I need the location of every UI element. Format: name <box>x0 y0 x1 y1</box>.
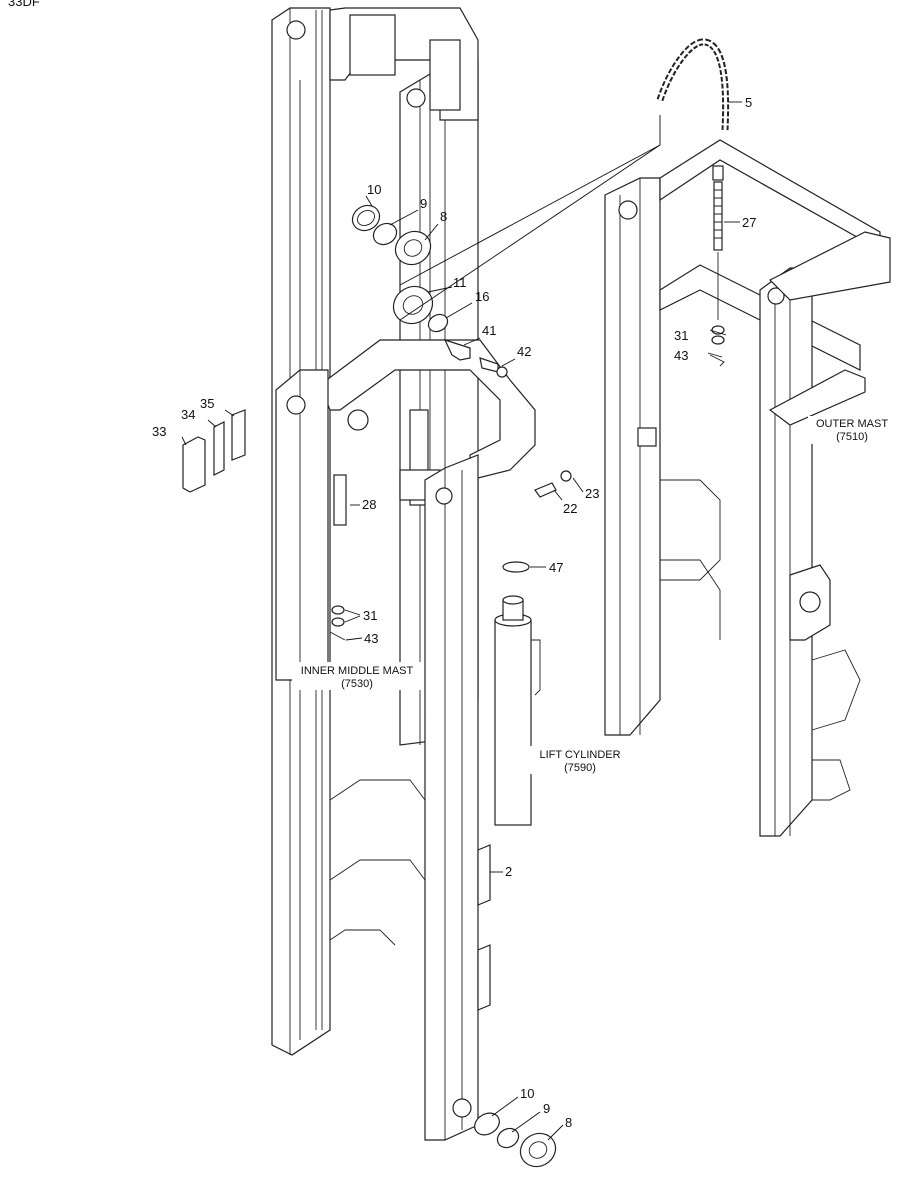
callout-28: 28 <box>362 497 376 512</box>
outer-mast-name: OUTER MAST <box>816 418 888 430</box>
leader-lines <box>181 101 742 1141</box>
lift-cylinder-drawing <box>494 561 541 826</box>
callout-10-lower: 10 <box>520 1086 534 1101</box>
inner-middle-mast-name: INNER MIDDLE MAST <box>301 665 414 677</box>
callout-27: 27 <box>742 215 756 230</box>
callout-34: 34 <box>181 407 195 422</box>
callout-10-upper: 10 <box>367 182 381 197</box>
lift-cylinder-code: (7590) <box>564 762 596 774</box>
small-hardware <box>182 339 572 641</box>
callout-41: 41 <box>482 323 496 338</box>
bearing-parts-upper <box>351 204 449 333</box>
callout-16: 16 <box>475 289 489 304</box>
callout-42: 42 <box>517 344 531 359</box>
callout-43-left: 43 <box>364 631 378 646</box>
inner-middle-mast-code: (7530) <box>341 678 373 690</box>
callout-35: 35 <box>200 396 214 411</box>
callout-47: 47 <box>549 560 563 575</box>
callout-5: 5 <box>745 95 752 110</box>
inner-mast-drawing <box>275 369 491 1141</box>
outer-mast-drawing <box>604 139 891 837</box>
callout-33: 33 <box>152 424 166 439</box>
lift-cylinder-name: LIFT CYLINDER <box>539 749 620 761</box>
callout-labels: 5 27 10 9 8 11 16 41 42 31 43 33 34 35 2… <box>152 95 756 1130</box>
bearing-parts-lower <box>474 1112 557 1168</box>
callout-43-right: 43 <box>674 348 688 363</box>
callout-22: 22 <box>563 501 577 516</box>
corner-header-text: 33DF <box>8 0 40 9</box>
callout-2: 2 <box>505 864 512 879</box>
callout-23: 23 <box>585 486 599 501</box>
outer-mast-code: (7510) <box>836 431 868 443</box>
callout-11: 11 <box>453 275 467 290</box>
assembly-captions: INNER MIDDLE MAST (7530) LIFT CYLINDER (… <box>292 416 896 774</box>
o-ring <box>502 561 530 573</box>
callout-9-lower: 9 <box>543 1101 550 1116</box>
callout-9-upper: 9 <box>420 196 427 211</box>
callout-8-upper: 8 <box>440 209 447 224</box>
callout-31-left: 31 <box>363 608 377 623</box>
callout-8-lower: 8 <box>565 1115 572 1130</box>
chain-assembly-drawing <box>656 38 730 367</box>
callout-31-right: 31 <box>674 328 688 343</box>
